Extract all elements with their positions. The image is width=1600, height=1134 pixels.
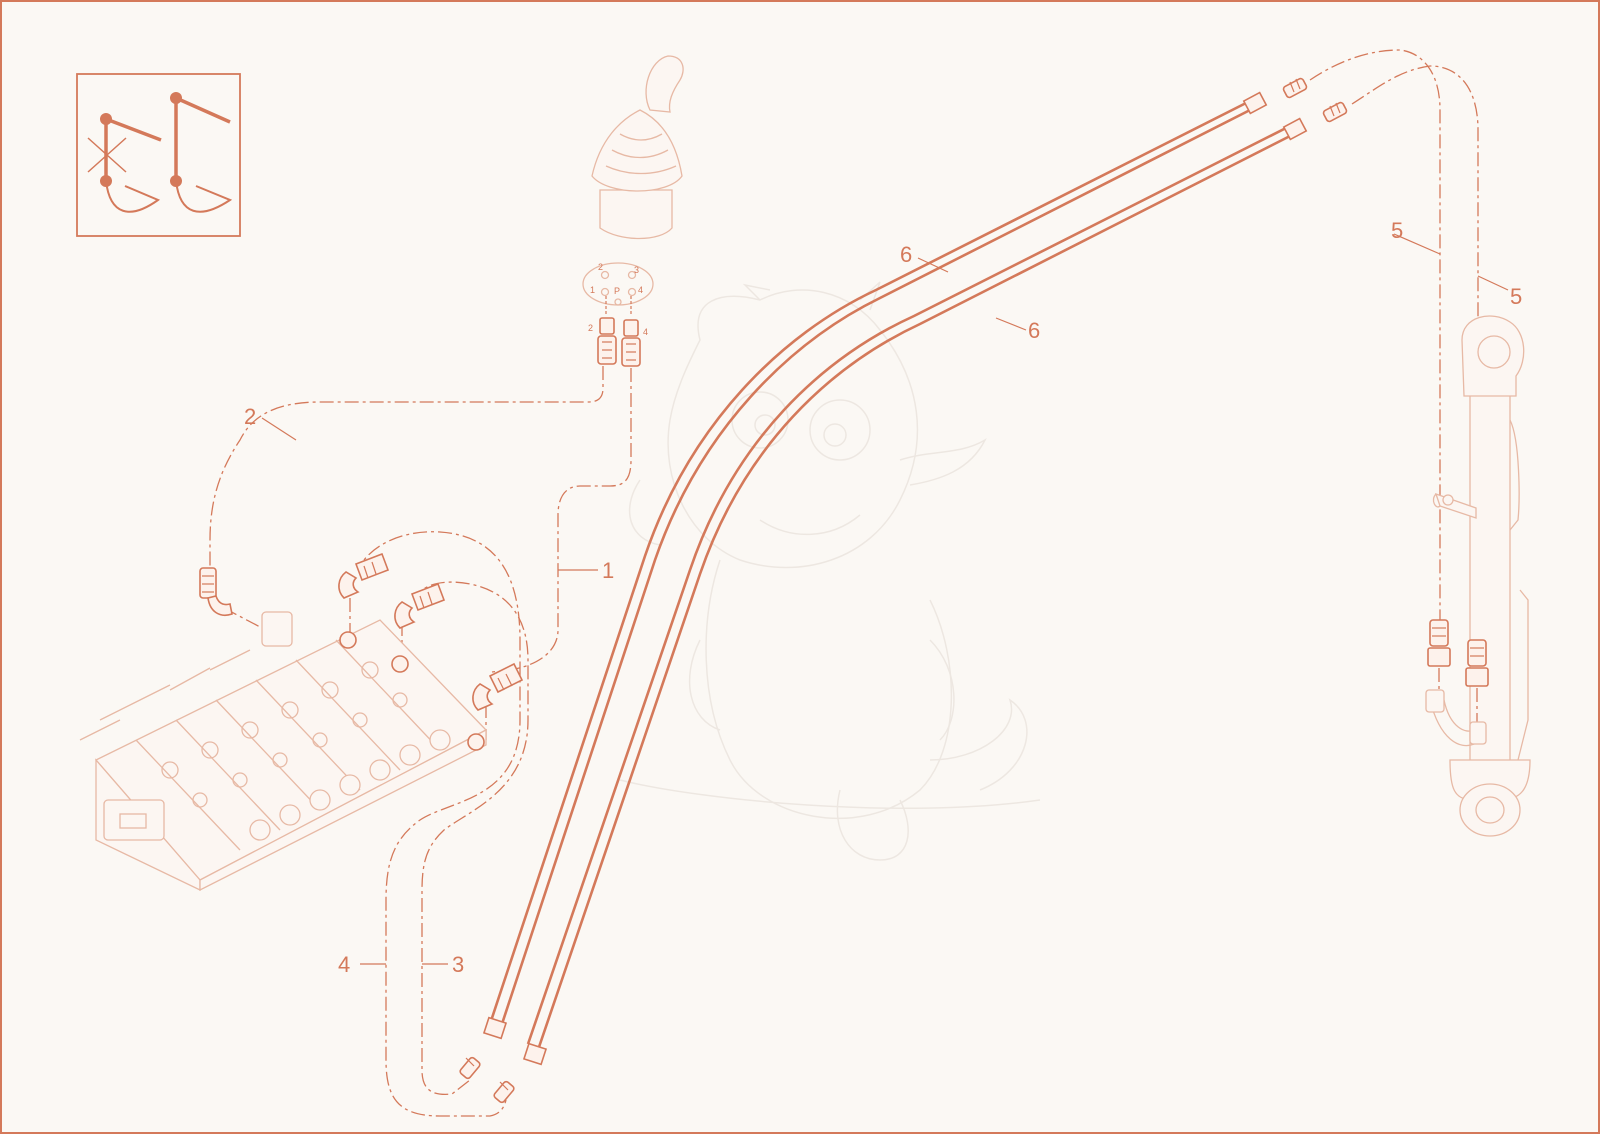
fitting-label-4: 4 — [643, 327, 648, 337]
adapter-bottom-2 — [493, 1080, 515, 1104]
hose-end-fittings — [459, 77, 1348, 1104]
cylinder-lines-5 — [1309, 49, 1479, 650]
port-label-4: 4 — [638, 285, 643, 295]
adapter-top-2 — [1322, 101, 1348, 123]
hose-6 — [488, 98, 1295, 1051]
callout-3: 3 — [452, 952, 464, 977]
cylinder-fitting-left — [1427, 619, 1451, 690]
control-valve-block — [79, 611, 488, 892]
port-label-3: 3 — [634, 265, 639, 275]
callout-5b: 5 — [1510, 284, 1522, 309]
elbow-fitting-a — [338, 552, 390, 599]
adapter-bottom-1 — [459, 1056, 481, 1080]
fitting-label-2: 2 — [588, 323, 593, 333]
port-label-1: 1 — [590, 285, 595, 295]
boom-function-icon — [76, 73, 241, 237]
pilot-fitting-2: 2 — [588, 317, 617, 365]
port-label-2: 2 — [598, 262, 603, 272]
pilot-fitting-4: 4 — [621, 319, 648, 367]
callout-2: 2 — [244, 404, 256, 429]
callout-6a: 6 — [900, 242, 912, 267]
callout-1: 1 — [602, 558, 614, 583]
joystick-handle — [591, 55, 684, 240]
callout-5a: 5 — [1391, 218, 1403, 243]
cylinder-fitting-right — [1465, 639, 1489, 745]
pilot-lines — [209, 366, 632, 1117]
pilot-port-plate: 2 3 1 P 4 — [582, 262, 654, 314]
elbow-fitting-c — [472, 662, 524, 711]
elbow-fitting-b — [394, 582, 446, 629]
callout-6b: 6 — [1028, 318, 1040, 343]
callout-4: 4 — [338, 952, 350, 977]
adapter-top-1 — [1282, 77, 1308, 99]
port-label-p: P — [614, 286, 620, 296]
straight-fitting-line-2 — [199, 567, 233, 616]
hydraulic-cylinder — [1425, 315, 1531, 837]
callout-leaders — [261, 233, 1509, 965]
